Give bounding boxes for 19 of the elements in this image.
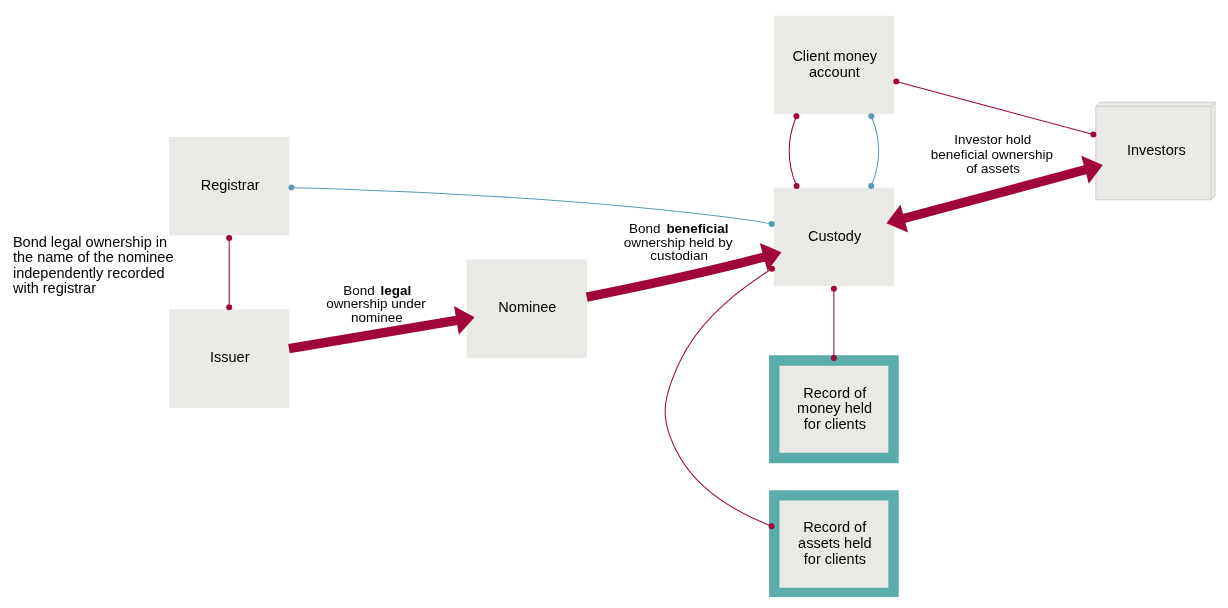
arrow [585,242,782,302]
node-label: Bond legal ownership in the name of the nominee independently recorded with registrar [12,233,174,296]
node-box: Registrar [169,136,290,236]
connector [664,265,775,529]
node-box: Custody [773,187,895,286]
connector [788,112,800,189]
node-box: Client money account [773,15,895,114]
connector [868,112,880,189]
arrow [886,155,1103,232]
connector [288,184,775,227]
node-box: Nominee [466,258,588,358]
arrow [288,305,475,353]
edge-label: Bond beneficial ownership held by custodian [623,220,733,263]
connector [830,285,837,361]
edge-label: Investor hold beneficial ownership of assets [930,131,1053,176]
node-box: Issuer [169,308,290,408]
edge-label: Bond legal ownership under nominee [326,282,426,325]
connector [226,234,233,310]
connector [893,77,1097,138]
